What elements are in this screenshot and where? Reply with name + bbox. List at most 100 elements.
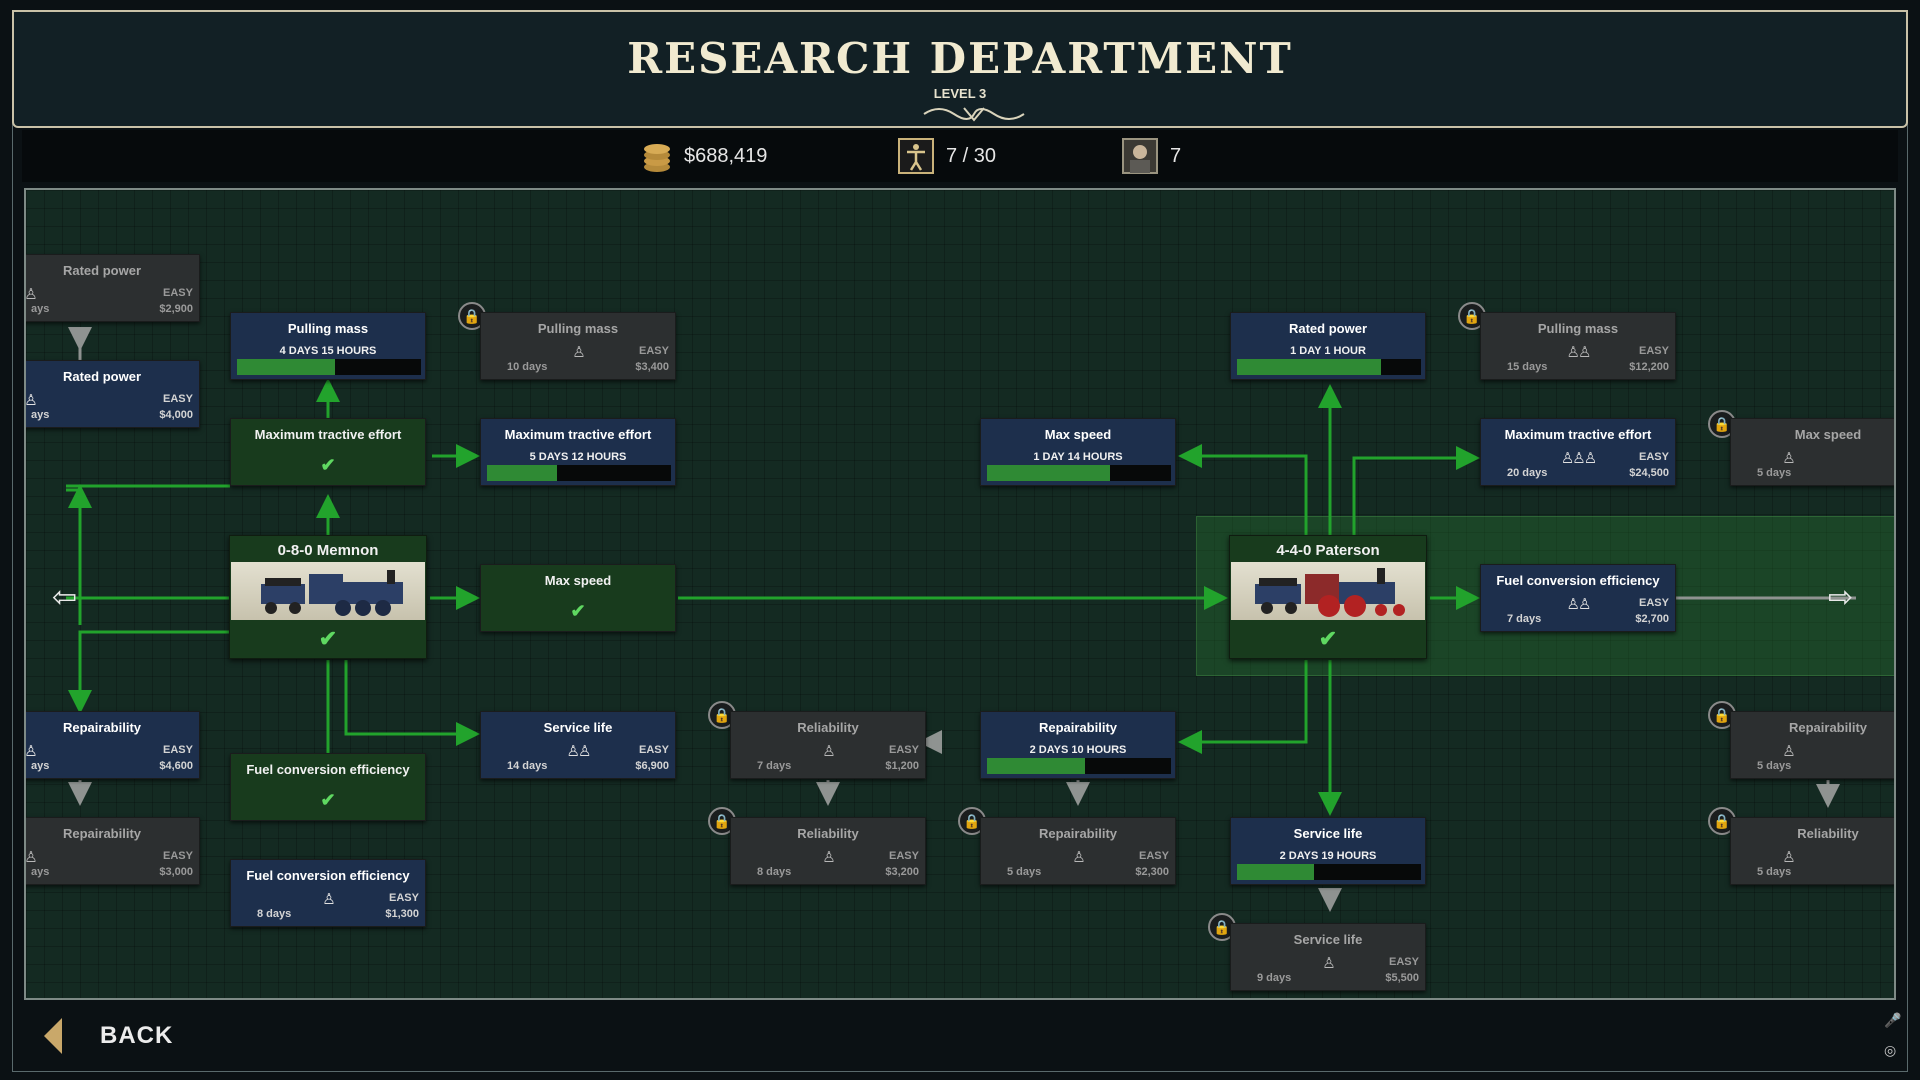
research-node[interactable]: Fuel conversion efficiency ♙♙ EASY 7 day… bbox=[1480, 564, 1676, 632]
research-node-locked[interactable]: Reliability ♙ EASY 8 days $3,200 bbox=[730, 817, 926, 885]
research-node-locked[interactable]: Max speed ♙ E 5 days $2 bbox=[1730, 418, 1894, 486]
coins-icon bbox=[644, 144, 670, 172]
node-days: ays bbox=[31, 303, 50, 315]
node-title: Repairability bbox=[1038, 720, 1118, 735]
check-icon: ✔ bbox=[570, 601, 586, 621]
research-node[interactable]: Repairability ♙ EASY ays $4,600 bbox=[24, 711, 200, 779]
researcher-icon: ♙ bbox=[1782, 450, 1795, 467]
node-cost: $4,600 bbox=[159, 760, 193, 772]
scientists-stat: 7 bbox=[1122, 138, 1181, 174]
locomotive-image bbox=[231, 562, 425, 620]
node-days: 5 days bbox=[1757, 866, 1792, 878]
node-difficulty: EASY bbox=[639, 744, 669, 756]
node-duration: 5 DAYS 12 HOURS bbox=[529, 451, 627, 463]
node-title: Maximum tractive effort bbox=[1504, 427, 1652, 442]
lock-icon: 🔒 bbox=[708, 701, 736, 729]
node-difficulty: EASY bbox=[163, 744, 193, 756]
research-node-locked[interactable]: Pulling mass ♙♙ EASY 15 days $12,200 bbox=[1480, 312, 1676, 380]
microphone-icon[interactable]: 🎤 bbox=[1884, 1012, 1902, 1028]
research-node[interactable]: Rated power ♙ EASY ays $2,900 bbox=[26, 254, 200, 322]
node-title: Max speed bbox=[1044, 427, 1112, 442]
back-arrow-icon bbox=[44, 1018, 62, 1054]
node-cost: $12,200 bbox=[1629, 361, 1669, 373]
research-node-locked[interactable]: Service life ♙ EASY 9 days $5,500 bbox=[1230, 923, 1426, 991]
node-days: 5 days bbox=[1007, 866, 1042, 878]
node-days: 14 days bbox=[507, 760, 548, 772]
scroll-left-arrow-icon[interactable]: ⇦ bbox=[52, 581, 78, 614]
research-node-locked[interactable]: Repairability ♙ EASY 5 days $2,300 bbox=[980, 817, 1176, 885]
department-level: LEVEL 3 bbox=[933, 86, 987, 101]
research-node[interactable]: Rated power ♙ EASY ays $4,000 bbox=[24, 360, 200, 428]
locomotive-paterson[interactable]: 4-4-0 Paterson ✔ bbox=[1229, 535, 1427, 659]
research-node-in-progress[interactable]: Rated power 1 DAY 1 HOUR bbox=[1230, 312, 1426, 380]
research-node-completed[interactable]: Maximum tractive effort ✔ bbox=[230, 418, 426, 486]
researcher-icon: ♙ bbox=[1782, 849, 1795, 866]
node-title: Repairability bbox=[62, 826, 142, 841]
node-days: 9 days bbox=[1257, 972, 1292, 984]
node-cost: $3,200 bbox=[885, 866, 919, 878]
node-duration: 2 DAYS 19 HOURS bbox=[1279, 850, 1377, 862]
node-difficulty: EASY bbox=[1139, 850, 1169, 862]
node-difficulty: EASY bbox=[1639, 451, 1669, 463]
node-title: Pulling mass bbox=[537, 321, 619, 336]
research-node-locked[interactable]: Repairability ♙ 5 days $3 bbox=[1730, 711, 1894, 779]
research-node[interactable]: Fuel conversion efficiency ♙ EASY 8 days… bbox=[230, 859, 426, 927]
node-difficulty: EASY bbox=[163, 287, 193, 299]
research-node[interactable]: Repairability ♙ EASY ays $3,000 bbox=[26, 817, 200, 885]
locomotive-image bbox=[1231, 562, 1425, 620]
node-title: Repairability bbox=[1788, 720, 1868, 735]
check-icon: ✔ bbox=[320, 790, 336, 810]
progress-fill bbox=[1237, 359, 1381, 375]
node-title: Pulling mass bbox=[1537, 321, 1619, 336]
node-title: Service life bbox=[1293, 932, 1363, 947]
research-node-in-progress[interactable]: Max speed 1 DAY 14 HOURS bbox=[980, 418, 1176, 486]
node-title: Service life bbox=[543, 720, 613, 735]
node-cost: $4,000 bbox=[159, 409, 193, 421]
node-title: Repairability bbox=[62, 720, 142, 735]
research-node[interactable]: Service life ♙♙ EASY 14 days $6,900 bbox=[480, 711, 676, 779]
node-days: 8 days bbox=[257, 908, 292, 920]
back-button[interactable]: BACK bbox=[40, 1010, 173, 1062]
node-difficulty: EASY bbox=[1639, 597, 1669, 609]
back-label: BACK bbox=[100, 1022, 174, 1049]
node-days: 15 days bbox=[1507, 361, 1548, 373]
researcher-icon: ♙ bbox=[24, 743, 38, 760]
research-node-in-progress[interactable]: Service life 2 DAYS 19 HOURS bbox=[1230, 817, 1426, 885]
node-difficulty: EASY bbox=[163, 850, 193, 862]
node-days: 8 days bbox=[757, 866, 792, 878]
node-difficulty: EASY bbox=[1639, 345, 1669, 357]
research-node-locked[interactable]: Pulling mass ♙ EASY 10 days $3,400 bbox=[480, 312, 676, 380]
node-title: Max speed bbox=[1794, 427, 1862, 442]
research-node-completed[interactable]: Max speed ✔ bbox=[480, 564, 676, 632]
node-days: 7 days bbox=[1507, 613, 1542, 625]
node-days: 20 days bbox=[1507, 467, 1548, 479]
node-cost: $1,200 bbox=[885, 760, 919, 772]
locomotive-memnon[interactable]: 0-8-0 Memnon ✔ bbox=[229, 535, 427, 659]
research-node-in-progress[interactable]: Repairability 2 DAYS 10 HOURS bbox=[980, 711, 1176, 779]
node-cost: $5,500 bbox=[1385, 972, 1419, 984]
progress-fill bbox=[987, 465, 1111, 481]
researcher-icon: ♙ bbox=[24, 392, 38, 409]
scientists-value: 7 bbox=[1170, 144, 1182, 167]
researcher-icon: ♙♙♙ bbox=[1560, 450, 1597, 467]
node-title: Rated power bbox=[1288, 321, 1367, 336]
check-icon: ✔ bbox=[1318, 626, 1338, 651]
research-node-in-progress[interactable]: Pulling mass 4 DAYS 15 HOURS bbox=[230, 312, 426, 380]
research-node-locked[interactable]: Reliability ♙ EASY 7 days $1,200 bbox=[730, 711, 926, 779]
node-difficulty: EASY bbox=[389, 892, 419, 904]
locomotive-name: 0-8-0 Memnon bbox=[277, 542, 379, 559]
header: RESEARCH DEPARTMENT LEVEL 3 bbox=[12, 10, 1908, 128]
research-node-completed[interactable]: Fuel conversion efficiency ✔ bbox=[230, 753, 426, 821]
page-title: RESEARCH DEPARTMENT bbox=[627, 34, 1293, 83]
node-title: Reliability bbox=[797, 720, 859, 735]
node-cost: $3,000 bbox=[159, 866, 193, 878]
research-tree[interactable]: ⇦ ⇨ Rated power ♙ EASY ays $2,900 Rated … bbox=[24, 188, 1896, 1000]
research-node-in-progress[interactable]: Maximum tractive effort 5 DAYS 12 HOURS bbox=[480, 418, 676, 486]
check-icon: ✔ bbox=[318, 626, 338, 651]
node-days: ays bbox=[31, 866, 50, 878]
research-node-locked[interactable]: Reliability ♙ 5 days $3 bbox=[1730, 817, 1894, 885]
research-node[interactable]: Maximum tractive effort ♙♙♙ EASY 20 days… bbox=[1480, 418, 1676, 486]
node-cost: $6,900 bbox=[635, 760, 669, 772]
scroll-right-arrow-icon[interactable]: ⇨ bbox=[1828, 581, 1854, 614]
settings-icon[interactable]: ◎ bbox=[1884, 1042, 1897, 1058]
